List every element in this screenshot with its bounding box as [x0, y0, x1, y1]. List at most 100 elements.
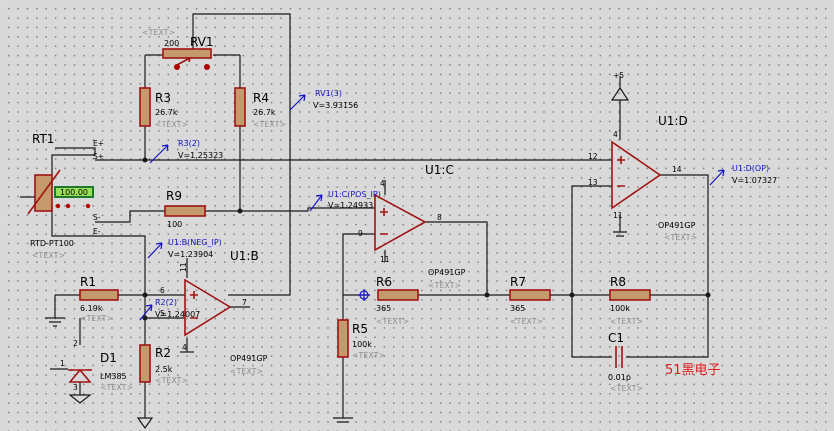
- d1-pin-2: 2: [73, 339, 78, 348]
- power-label: +5: [613, 71, 624, 80]
- r4-resistor[interactable]: R4 26.7k <TEXT>: [234, 87, 286, 129]
- c1-value: 0.01p: [608, 373, 631, 382]
- r8-resistor[interactable]: R8 100k <TEXT>: [609, 275, 651, 326]
- u1b-pin-4: 4: [182, 343, 187, 352]
- probe-u1b-neg-label: U1:B(NEG_IP): [168, 238, 222, 247]
- probe-u1d-op[interactable]: U1:D(OP) V=1.07327: [709, 164, 777, 186]
- r7-resistor[interactable]: R7 365 <TEXT>: [509, 275, 551, 326]
- r8-value: 100k: [610, 304, 630, 313]
- r6-value: 365: [376, 304, 391, 313]
- d1-text: <TEXT>: [100, 383, 133, 392]
- u1b-opamp[interactable]: U1:B OP491GP <TEXT> 6 5 7 11 4: [160, 249, 268, 376]
- r7-text: <TEXT>: [510, 317, 543, 326]
- rt1-rtd-sensor[interactable]: 100.00 RT1 E+ S+ S- E- RTD-PT100 <TEXT>: [27, 132, 104, 260]
- u1c-pin-9: 9: [358, 229, 363, 238]
- u1d-opamp[interactable]: U1:D OP491GP <TEXT> 12 13 14 4 11: [588, 114, 697, 242]
- d1-pin-3: 3: [73, 383, 78, 392]
- u1c-text: <TEXT>: [428, 281, 461, 290]
- probe-r2-2-label: R2(2): [155, 298, 177, 307]
- r4-ref: R4: [253, 91, 269, 105]
- r4-text: <TEXT>: [253, 120, 286, 129]
- rv1-ref: RV1: [190, 35, 214, 49]
- r8-text: <TEXT>: [610, 317, 643, 326]
- u1b-pin-11: 11: [179, 262, 188, 272]
- probe-r3-2-label: R3(2): [178, 139, 200, 148]
- u1d-text: <TEXT>: [664, 233, 697, 242]
- r3-resistor[interactable]: R3 26.7k <TEXT>: [139, 87, 188, 129]
- r5-value: 100k: [352, 340, 372, 349]
- u1b-text: <TEXT>: [230, 367, 263, 376]
- r1-ref: R1: [80, 275, 96, 289]
- rt1-pin-sp: S+: [93, 152, 104, 161]
- rv1-text: <TEXT>: [142, 28, 175, 37]
- u1b-model: OP491GP: [230, 354, 268, 363]
- r6-text: <TEXT>: [376, 317, 409, 326]
- u1d-pin-11: 11: [613, 211, 623, 220]
- r1-value: 6.19k: [80, 304, 103, 313]
- rv1-potentiometer[interactable]: RV1 200 <TEXT>: [142, 28, 214, 70]
- c1-capacitor[interactable]: C1 0.01p <TEXT>: [608, 331, 643, 393]
- probe-u1b-neg-value: V=1.23904: [168, 250, 213, 259]
- probe-r2-2-value: V=1.24007: [155, 310, 200, 319]
- r4-value: 26.7k: [253, 108, 276, 117]
- probe-r2-2[interactable]: R2(2) V=1.24007: [139, 298, 200, 321]
- d1-model: LM385: [100, 372, 127, 381]
- d1-diode[interactable]: D1 LM385 <TEXT> 1 2 3: [60, 339, 133, 392]
- probe-u1c-pos-ip[interactable]: U1:C(POS_IP) V=1.24933: [309, 190, 381, 212]
- u1c-opamp[interactable]: U1:C OP491GP <TEXT> 9 8 4 11: [358, 163, 466, 290]
- probe-u1d-op-value: V=1.07327: [732, 176, 777, 185]
- d1-pin-1: 1: [60, 359, 65, 368]
- r2-resistor[interactable]: R2 2.5k <TEXT>: [139, 344, 188, 385]
- rt1-display: 100.00: [60, 188, 88, 197]
- rt1-ref: RT1: [32, 132, 54, 146]
- r9-resistor[interactable]: R9 100: [164, 189, 206, 229]
- r7-ref: R7: [510, 275, 526, 289]
- rt1-model: RTD-PT100: [30, 239, 74, 248]
- junctions: [142, 157, 711, 321]
- u1d-pin-13: 13: [588, 178, 598, 187]
- u1b-pin-6: 6: [160, 286, 165, 295]
- power-terminal-plus5[interactable]: +5: [610, 71, 630, 101]
- r9-ref: R9: [166, 189, 182, 203]
- r1-text: <TEXT>: [80, 314, 113, 323]
- rt1-pin-ep: E+: [93, 139, 104, 148]
- u1b-pin-5: 5: [160, 309, 165, 318]
- r5-ref: R5: [352, 322, 368, 336]
- r5-text: <TEXT>: [352, 351, 385, 360]
- c1-text: <TEXT>: [610, 384, 643, 393]
- ground-symbols: [45, 231, 627, 430]
- probe-u1b-neg-ip[interactable]: U1:B(NEG_IP) V=1.23904: [147, 238, 222, 259]
- r6-resistor[interactable]: R6 365 <TEXT>: [358, 275, 419, 326]
- r3-value: 26.7k: [155, 108, 178, 117]
- rt1-pin-em: E-: [93, 227, 101, 236]
- u1b-ref: U1:B: [230, 249, 259, 263]
- u1c-pin-11: 11: [380, 255, 390, 264]
- probe-u1c-pos-value: V=1.24933: [328, 201, 373, 210]
- u1d-model: OP491GP: [658, 221, 696, 230]
- u1d-ref: U1:D: [658, 114, 688, 128]
- r7-value: 365: [510, 304, 525, 313]
- r3-text: <TEXT>: [155, 120, 188, 129]
- u1d-pin-14: 14: [672, 165, 682, 174]
- u1c-ref: U1:C: [425, 163, 454, 177]
- u1d-pin-4: 4: [613, 130, 618, 139]
- probe-r3-2[interactable]: R3(2) V=1.25323: [149, 139, 223, 164]
- probe-u1c-pos-label: U1:C(POS_IP): [328, 190, 381, 199]
- probe-rv1-3-value: V=3.93156: [313, 101, 358, 110]
- r1-resistor[interactable]: R1 6.19k <TEXT>: [79, 275, 119, 323]
- r3-ref: R3: [155, 91, 171, 105]
- r9-value: 100: [167, 220, 182, 229]
- c1-ref: C1: [608, 331, 624, 345]
- rt1-pin-sm: S-: [93, 213, 101, 222]
- r5-resistor[interactable]: R5 100k <TEXT>: [337, 319, 385, 360]
- probe-rv1-3[interactable]: RV1(3) V=3.93156: [289, 89, 358, 111]
- u1c-pin-8: 8: [437, 213, 442, 222]
- wires: [20, 13, 709, 418]
- u1c-model: OP491GP: [428, 268, 466, 277]
- u1d-pin-12: 12: [588, 152, 598, 161]
- r8-ref: R8: [610, 275, 626, 289]
- rt1-text: <TEXT>: [32, 251, 65, 260]
- probe-r3-2-value: V=1.25323: [178, 151, 223, 160]
- probe-u1d-op-label: U1:D(OP): [732, 164, 769, 173]
